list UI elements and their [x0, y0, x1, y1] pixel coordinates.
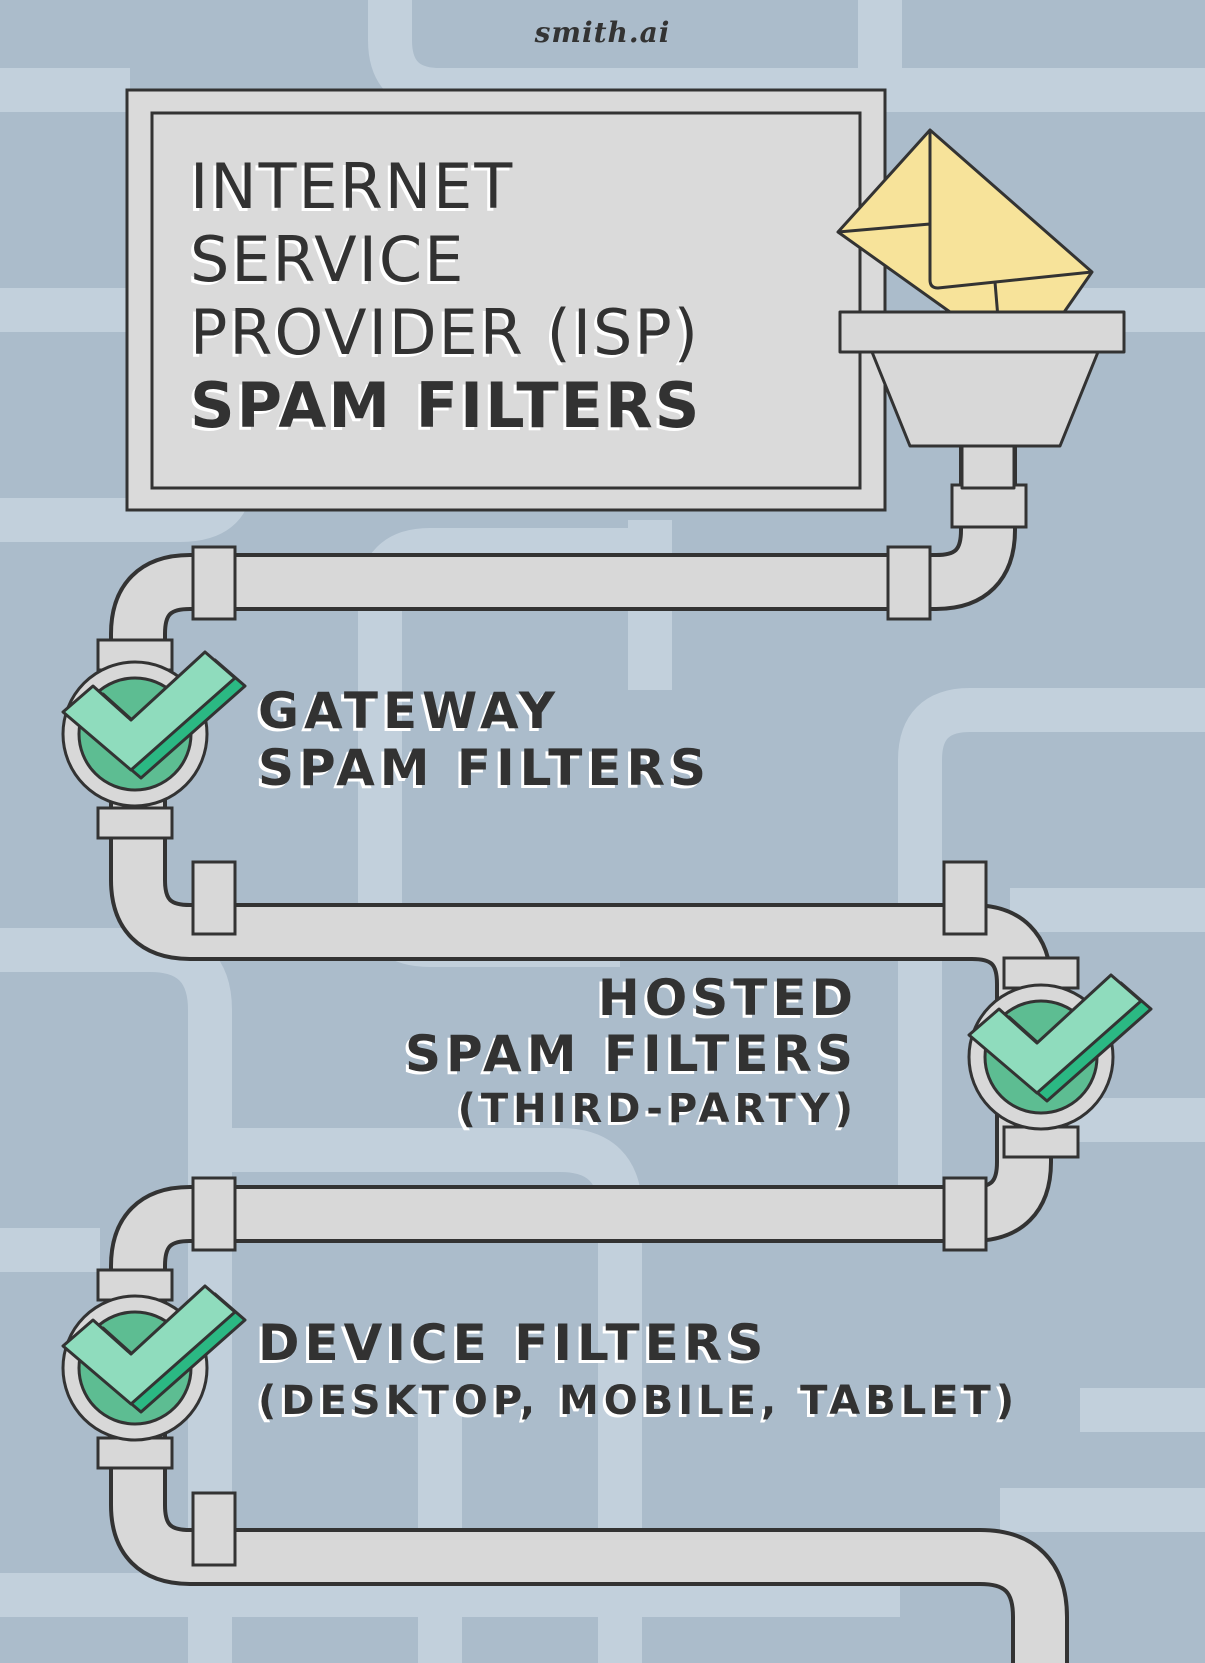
pipes: [109, 445, 1069, 1663]
device-line-1: DEVICE FILTERS: [258, 1314, 769, 1372]
isp-spam-filters-title: INTERNET SERVICE PROVIDER (ISP) SPAM FIL…: [190, 150, 701, 442]
gateway-line-2: SPAM FILTERS: [258, 739, 712, 797]
device-line-2: (DESKTOP, MOBILE, TABLET): [258, 1378, 1020, 1424]
hosted-line-1: HOSTED: [597, 969, 858, 1027]
device-filters-label: DEVICE FILTERS (DESKTOP, MOBILE, TABLET): [258, 1314, 1019, 1430]
gateway-line-1: GATEWAY: [258, 682, 561, 740]
gateway-checkmark-icon: [61, 650, 247, 808]
hosted-line-2: SPAM FILTERS: [404, 1025, 858, 1083]
hosted-spam-filters-label: HOSTED SPAM FILTERS (THIRD-PARTY): [405, 970, 858, 1136]
isp-line-1: INTERNET: [190, 150, 515, 223]
hosted-checkmark-icon: [967, 973, 1153, 1131]
isp-line-3: PROVIDER (ISP): [190, 296, 700, 369]
device-checkmark-icon: [61, 1284, 247, 1442]
gateway-spam-filters-label: GATEWAY SPAM FILTERS: [258, 683, 711, 797]
funnel-icon: [838, 310, 1126, 490]
hosted-line-3: (THIRD-PARTY): [457, 1086, 858, 1132]
isp-line-4: SPAM FILTERS: [190, 369, 702, 442]
isp-line-2: SERVICE: [190, 223, 466, 296]
brand-logo: smith.ai: [534, 16, 671, 49]
isp-panel: [125, 88, 887, 512]
